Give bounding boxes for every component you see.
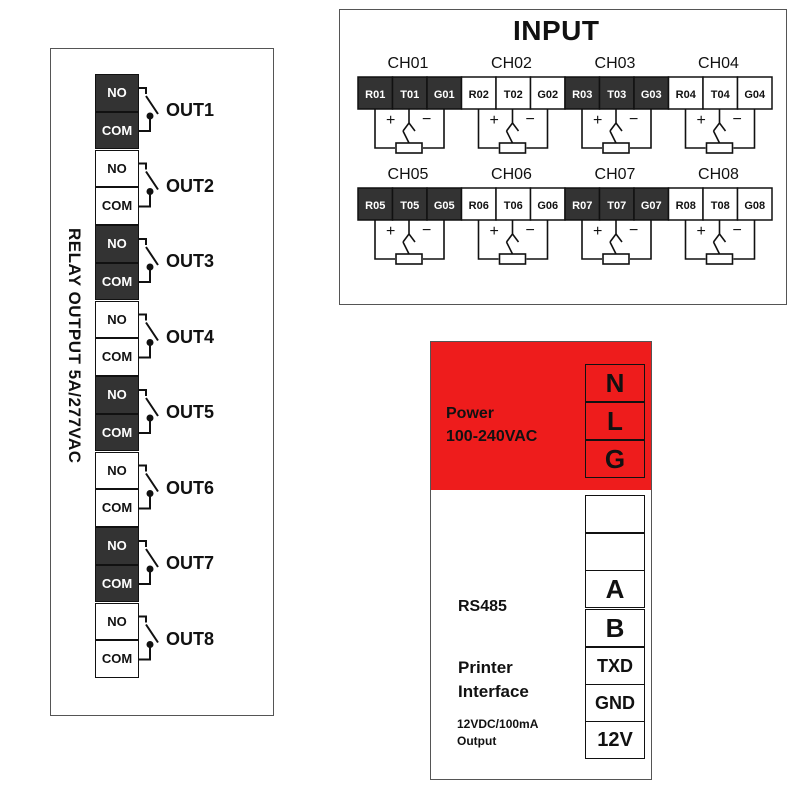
relay-terminal-no-4: NO bbox=[95, 300, 139, 338]
power-label-line1: Power bbox=[446, 405, 495, 422]
comm-terminal-b: B bbox=[585, 609, 645, 647]
comm-terminal-12v: 12V bbox=[585, 721, 645, 759]
power-label-line2: 100-240VAC bbox=[446, 428, 538, 445]
relay-terminal-com-2: COM bbox=[95, 187, 139, 225]
output-rating-line2: Output bbox=[457, 734, 497, 748]
relay-output-label-7: OUT7 bbox=[166, 553, 215, 573]
printer-label-line2: Interface bbox=[458, 682, 529, 701]
input-title: INPUT bbox=[513, 15, 600, 46]
comm-terminal-blank-2 bbox=[585, 533, 645, 571]
relay-terminal-com-7: COM bbox=[95, 564, 139, 602]
relay-output-label-1: OUT1 bbox=[166, 100, 215, 120]
comm-terminal-gnd: GND bbox=[585, 684, 645, 722]
rs485-label: RS485 bbox=[458, 598, 507, 615]
relay-output-panel bbox=[50, 48, 274, 716]
output-rating-line1: 12VDC/100mA bbox=[457, 717, 539, 731]
power-terminal-g: G bbox=[585, 440, 645, 478]
relay-terminal-com-5: COM bbox=[95, 413, 139, 451]
relay-terminal-no-5: NO bbox=[95, 376, 139, 414]
relay-output-label-8: OUT8 bbox=[166, 628, 215, 649]
relay-terminal-no-6: NO bbox=[95, 451, 139, 489]
relay-output-label-3: OUT3 bbox=[166, 251, 215, 271]
relay-terminal-no-1: NO bbox=[95, 74, 139, 112]
relay-terminal-com-3: COM bbox=[95, 262, 139, 300]
power-terminal-l: L bbox=[585, 402, 645, 440]
relay-terminal-com-6: COM bbox=[95, 489, 139, 527]
comm-terminal-blank-1 bbox=[585, 495, 645, 533]
input-panel bbox=[339, 9, 787, 305]
relay-terminal-no-8: NO bbox=[95, 602, 139, 640]
relay-terminal-no-7: NO bbox=[95, 527, 139, 565]
relay-output-label-6: OUT6 bbox=[166, 477, 215, 498]
relay-terminal-com-8: COM bbox=[95, 640, 139, 678]
relay-output-label-2: OUT2 bbox=[166, 175, 215, 196]
power-terminal-n: N bbox=[585, 364, 645, 402]
relay-output-label-4: OUT4 bbox=[166, 326, 215, 347]
relay-terminal-no-3: NO bbox=[95, 225, 139, 263]
relay-terminal-com-1: COM bbox=[95, 111, 139, 149]
printer-label-line1: Printer bbox=[458, 658, 513, 677]
relay-output-rating-label: RELAY OUTPUT 5A/277VAC bbox=[65, 228, 84, 464]
relay-terminal-no-2: NO bbox=[95, 149, 139, 187]
relay-terminal-com-4: COM bbox=[95, 338, 139, 376]
comm-terminal-a: A bbox=[585, 570, 645, 608]
comm-terminal-txd: TXD bbox=[585, 647, 645, 685]
relay-output-label-5: OUT5 bbox=[166, 402, 215, 422]
